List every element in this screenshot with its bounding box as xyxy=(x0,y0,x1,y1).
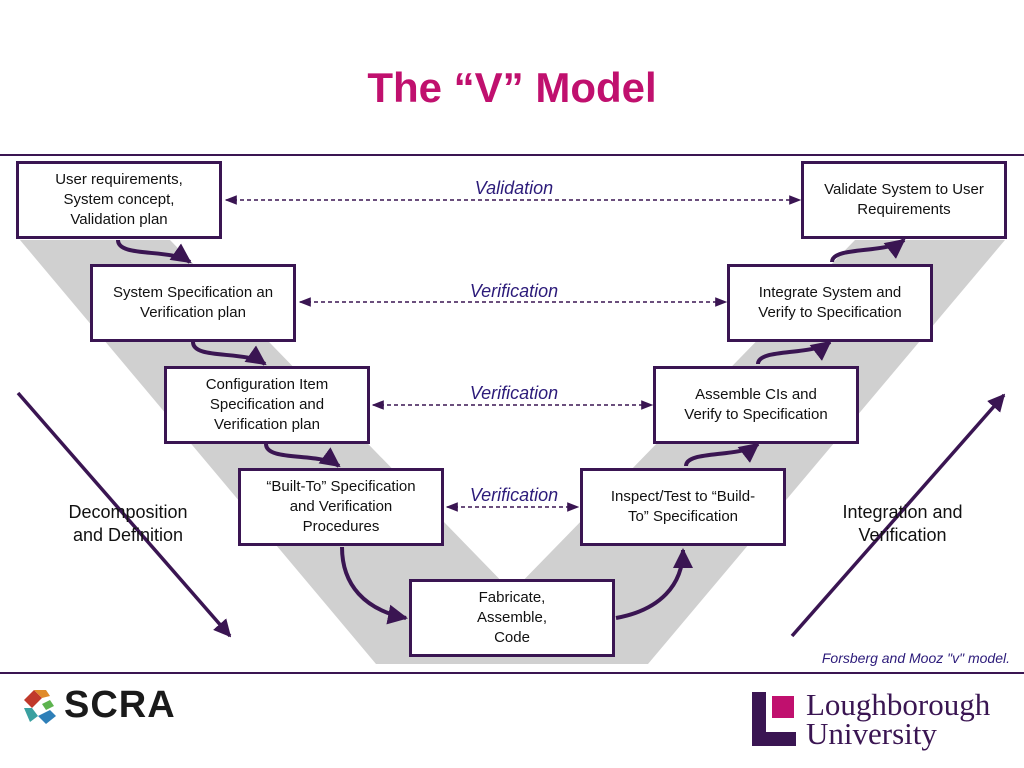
flow-arrow-6 xyxy=(684,442,760,467)
box-built-to-specification: “Built-To” Specification and Verificatio… xyxy=(238,468,444,546)
validation-label: Validation xyxy=(474,178,554,198)
scra-wordmark: SCRA xyxy=(64,684,176,726)
bottom-divider xyxy=(0,672,1024,674)
flow-arrow-7 xyxy=(756,340,832,365)
flow-arrow-1 xyxy=(116,239,192,264)
flow-arrow-2 xyxy=(191,341,267,366)
integration-label: Integration and Verification xyxy=(842,502,963,545)
box-fabricate: Fabricate, Assemble, Code xyxy=(409,579,615,657)
decomposition-label: Decomposition and Definition xyxy=(68,502,188,545)
flow-arrow-5 xyxy=(615,548,693,620)
top-divider xyxy=(0,154,1024,156)
page-title: The “V” Model xyxy=(367,64,657,111)
box-validate-system: Validate System to User Requirements xyxy=(801,161,1007,239)
scra-logo: SCRA xyxy=(20,684,176,727)
box-configuration-item-specification: Configuration Item Specification and Ver… xyxy=(164,366,370,444)
flow-arrow-4 xyxy=(340,546,408,625)
integration-arrow xyxy=(790,393,1006,638)
loughborough-name: Loughborough xyxy=(806,687,991,722)
box-inspect-test: Inspect/Test to “Build- To” Specificatio… xyxy=(580,468,786,546)
credit-text: Forsberg and Mooz "v" model. xyxy=(821,650,1010,666)
flow-arrow-8 xyxy=(830,238,906,263)
verification-label-1: Verification xyxy=(469,281,559,301)
verification-label-3: Verification xyxy=(469,485,559,505)
box-system-specification: System Specification an Verification pla… xyxy=(90,264,296,342)
verification-label-2: Verification xyxy=(469,383,559,403)
box-integrate-system: Integrate System and Verify to Specifica… xyxy=(727,264,933,342)
box-user-requirements: User requirements, System concept, Valid… xyxy=(16,161,222,239)
scra-mark-icon xyxy=(24,689,56,724)
decomposition-arrow xyxy=(16,391,232,638)
loughborough-mark-icon xyxy=(752,692,796,746)
university-name: University xyxy=(806,716,937,751)
flow-arrow-3 xyxy=(264,443,341,468)
box-assemble-cis: Assemble CIs and Verify to Specification xyxy=(653,366,859,444)
loughborough-logo: Loughborough University xyxy=(750,687,991,751)
